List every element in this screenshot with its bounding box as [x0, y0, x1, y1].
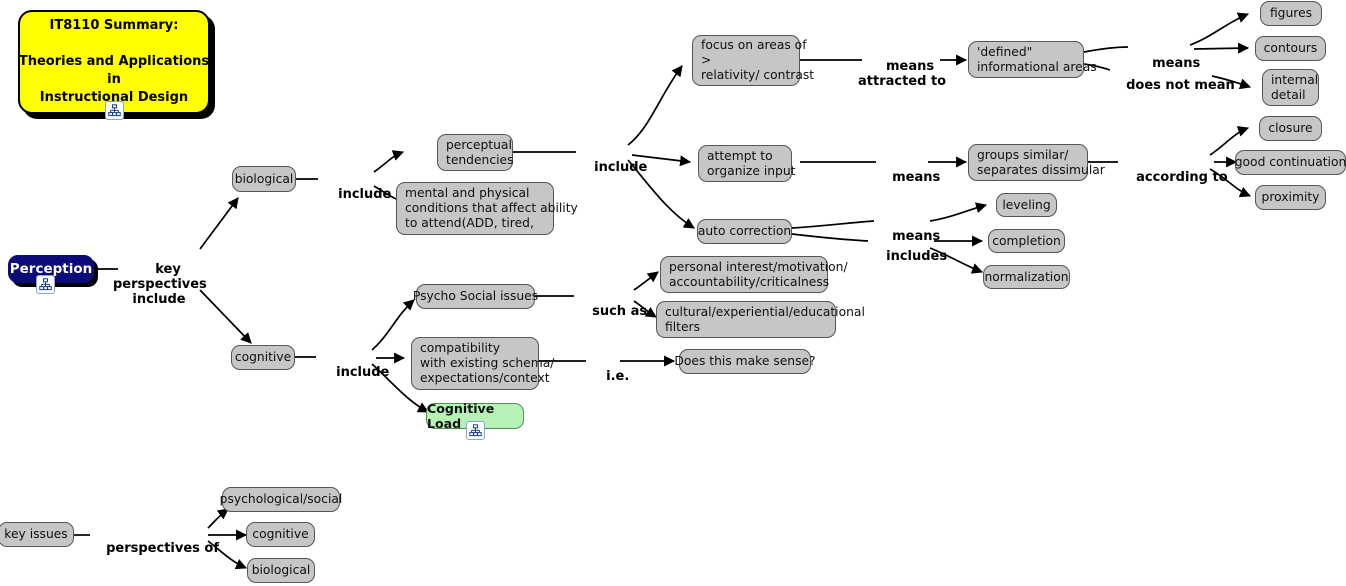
node-key-issues-label: key issues — [4, 527, 68, 541]
link-label-includes-auto-correction: includes — [868, 234, 947, 279]
node-completion[interactable]: completion — [988, 229, 1065, 253]
node-biological-2[interactable]: biological — [247, 558, 315, 583]
node-defined-informational-areas[interactable]: 'defined" informational areas — [968, 41, 1097, 78]
node-normalization-label: normalization — [984, 269, 1069, 284]
link-label-text: key perspectives include — [113, 262, 207, 307]
link-label-ie: i.e. — [588, 354, 629, 399]
node-personal-interest-label: personal interest/motivation/ accountabi… — [669, 259, 848, 289]
node-figures-label: figures — [1269, 6, 1313, 20]
node-cognitive-load-label: Cognitive Load — [427, 401, 495, 431]
node-good-continuation-label: good continuation — [1234, 155, 1346, 169]
node-attempt-organize-input-label: attempt to organize input — [707, 148, 796, 178]
node-does-this-make-sense-label: Does this make sense? — [674, 354, 816, 368]
link-label-text: includes — [886, 249, 948, 264]
node-mental-physical-conditions-label: mental and physical conditions that affe… — [405, 186, 578, 230]
node-cognitive-label: cognitive — [234, 350, 292, 364]
submap-icon[interactable] — [105, 101, 124, 120]
node-does-this-make-sense[interactable]: Does this make sense? — [674, 349, 816, 374]
node-proximity[interactable]: proximity — [1255, 185, 1326, 210]
node-perception-label: Perception — [9, 261, 93, 277]
link-label-text: such as — [592, 304, 648, 319]
node-internal-detail[interactable]: internal detail — [1262, 69, 1319, 106]
node-compatibility-schema-label: compatibility with existing schema/ expe… — [420, 341, 555, 385]
node-attempt-organize-input[interactable]: attempt to organize input — [698, 145, 796, 182]
node-personal-interest[interactable]: personal interest/motivation/ accountabi… — [660, 256, 848, 293]
link-label-text: according to — [1136, 170, 1228, 185]
link-label-text: perspectives of — [106, 541, 220, 556]
link-label-text: does not mean — [1126, 78, 1235, 93]
node-groups-similar[interactable]: groups similar/ separates dissimular — [968, 144, 1105, 181]
node-contours[interactable]: contours — [1255, 36, 1326, 61]
node-biological-2-label: biological — [251, 563, 311, 577]
node-mental-physical-conditions[interactable]: mental and physical conditions that affe… — [396, 182, 578, 235]
node-biological[interactable]: biological — [232, 166, 296, 192]
node-auto-correction[interactable]: auto correction — [697, 219, 792, 244]
link-label-text: include — [336, 365, 390, 380]
node-compatibility-schema[interactable]: compatibility with existing schema/ expe… — [411, 337, 554, 390]
node-closure-label: closure — [1268, 121, 1313, 135]
node-cognitive-load[interactable]: Cognitive Load — [426, 401, 524, 431]
link-label-text: means — [892, 229, 941, 244]
node-psychological-social-label: psychological/social — [219, 492, 343, 506]
node-focus-on-areas[interactable]: focus on areas of > relativity/ contrast — [692, 35, 814, 86]
node-cognitive-2-label: cognitive — [252, 527, 309, 541]
node-contours-label: contours — [1263, 41, 1318, 55]
link-label-include-middle: include — [576, 145, 647, 190]
link-label-does-not-mean: does not mean — [1108, 63, 1235, 108]
node-proximity-label: proximity — [1261, 190, 1320, 204]
link-label-means-organize: means — [874, 155, 940, 200]
link-label-means-auto-correction: means — [874, 214, 940, 259]
node-key-issues[interactable]: key issues — [0, 522, 74, 547]
node-internal-detail-label: internal detail — [1271, 72, 1319, 102]
link-label-text: means attracted to — [858, 59, 947, 89]
link-label-include-cognitive: include — [318, 350, 389, 395]
node-good-continuation[interactable]: good continuation — [1235, 150, 1346, 175]
summary-title-box[interactable]: IT8110 Summary: Theories and Application… — [18, 10, 210, 114]
node-leveling-label: leveling — [1002, 197, 1051, 212]
node-psychological-social[interactable]: psychological/social — [219, 487, 343, 512]
submap-icon[interactable] — [36, 275, 55, 294]
link-label-include-biological: include — [320, 172, 391, 217]
node-leveling[interactable]: leveling — [996, 193, 1057, 217]
node-defined-informational-areas-label: 'defined" informational areas — [977, 44, 1097, 74]
submap-icon[interactable] — [466, 421, 485, 440]
node-cognitive[interactable]: cognitive — [231, 345, 295, 370]
node-psycho-social-issues[interactable]: Psycho Social issues — [412, 284, 539, 309]
link-label-means-defined: means — [1134, 41, 1200, 86]
node-cultural-filters-label: cultural/experiential/educational filter… — [665, 304, 865, 334]
node-focus-on-areas-label: focus on areas of > relativity/ contrast — [701, 38, 815, 82]
node-completion-label: completion — [992, 233, 1061, 248]
link-label-key-perspectives-include: key perspectives include — [113, 247, 207, 322]
link-label-text: include — [594, 160, 648, 175]
node-perceptual-tendencies-label: perceptual tendencies — [446, 137, 514, 167]
node-closure[interactable]: closure — [1259, 116, 1322, 141]
link-label-means-attracted-to: means attracted to — [858, 44, 947, 104]
link-label-text: means — [892, 170, 941, 185]
summary-title-text: IT8110 Summary: Theories and Application… — [18, 18, 210, 105]
node-perceptual-tendencies[interactable]: perceptual tendencies — [437, 134, 514, 171]
node-cultural-filters[interactable]: cultural/experiential/educational filter… — [656, 301, 865, 338]
link-label-perspectives-of: perspectives of — [88, 526, 219, 571]
node-biological-label: biological — [234, 171, 294, 186]
link-label-text: means — [1152, 56, 1201, 71]
link-label-text: include — [338, 187, 392, 202]
link-label-text: i.e. — [606, 369, 630, 384]
link-label-according-to: according to — [1118, 155, 1228, 200]
node-normalization[interactable]: normalization — [983, 265, 1070, 289]
link-label-such-as: such as — [574, 289, 647, 334]
node-figures[interactable]: figures — [1260, 1, 1322, 26]
node-groups-similar-label: groups similar/ separates dissimular — [977, 147, 1105, 177]
node-auto-correction-label: auto correction — [697, 224, 792, 238]
node-psycho-social-issues-label: Psycho Social issues — [412, 289, 539, 303]
node-cognitive-2[interactable]: cognitive — [246, 522, 315, 547]
